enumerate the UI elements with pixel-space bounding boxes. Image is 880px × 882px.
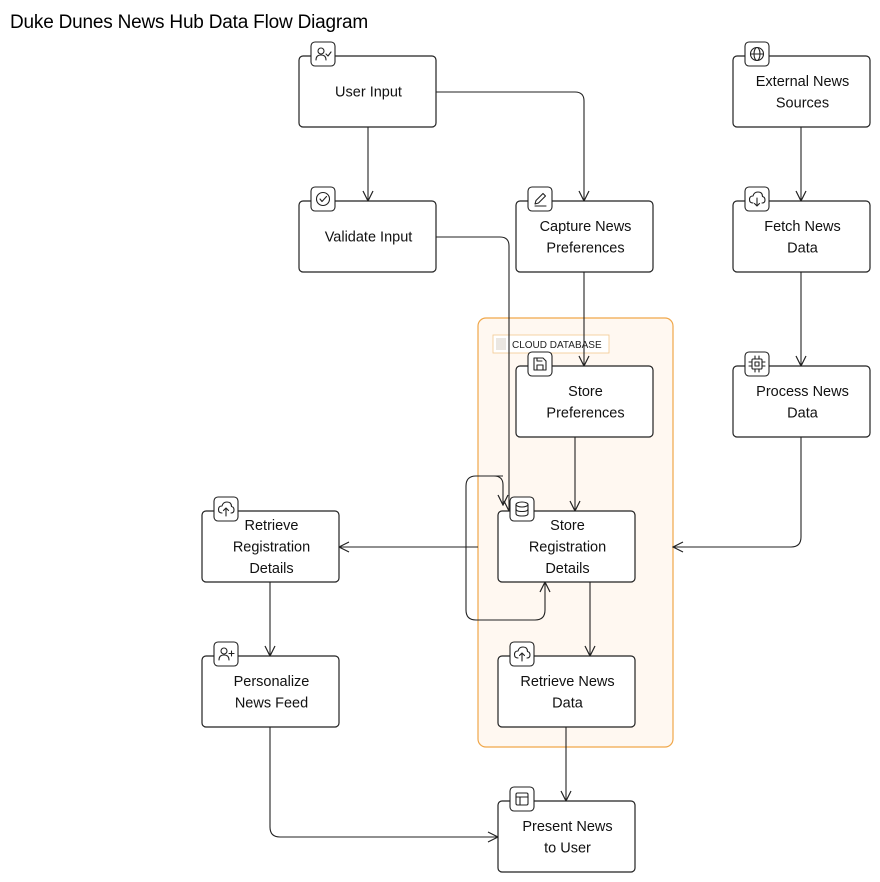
- node-label-line: Registration: [233, 540, 310, 556]
- node-label-line: Data: [787, 405, 819, 421]
- node-label-line: External News: [756, 74, 849, 90]
- node-box: [298, 55, 437, 128]
- check-circle-icon: [310, 186, 336, 212]
- node-label-line: to User: [544, 840, 591, 856]
- node-box: [201, 655, 340, 728]
- globe-icon: [744, 41, 770, 67]
- cloud-upload-icon: [213, 496, 239, 522]
- node-label-line: Validate Input: [325, 230, 413, 246]
- cloud-upload-icon: [509, 641, 535, 667]
- user-plus-icon: [213, 641, 239, 667]
- group-label-swatch: [496, 338, 506, 350]
- node-box: [732, 200, 871, 273]
- layout-icon: [509, 786, 535, 812]
- group-label: CLOUD DATABASE: [512, 340, 602, 351]
- node-label-line: Fetch News: [764, 219, 841, 235]
- pencil-icon: [527, 186, 553, 212]
- node-box: [497, 800, 636, 873]
- cpu-icon: [744, 351, 770, 377]
- node-label-line: Sources: [776, 95, 829, 111]
- node-label-line: News Feed: [235, 695, 308, 711]
- node-label-line: User Input: [335, 85, 402, 101]
- save-icon: [527, 351, 553, 377]
- node-box: [497, 510, 636, 583]
- page-title: Duke Dunes News Hub Data Flow Diagram: [10, 12, 368, 33]
- node-label-line: Preferences: [546, 240, 624, 256]
- node-box: [732, 365, 871, 438]
- node-label-line: Preferences: [546, 405, 624, 421]
- node-label-line: Details: [249, 561, 293, 577]
- edge-store-registration-details-self-loop: [465, 475, 545, 621]
- edge-user-input-to-capture-news-preferences: [436, 91, 584, 201]
- node-validate-input[interactable]: Validate Input: [298, 186, 437, 273]
- node-box: [298, 200, 437, 273]
- node-label-line: Registration: [529, 540, 606, 556]
- edge-validate-input-to-store-registration-details: [436, 236, 509, 511]
- cloud-download-icon: [744, 186, 770, 212]
- edge-store-registration-details-to-retrieve-news-data: [673, 437, 802, 547]
- user-check-icon: [310, 41, 336, 67]
- node-box: [515, 365, 654, 438]
- node-label-line: Process News: [756, 384, 849, 400]
- node-label-line: Data: [552, 695, 584, 711]
- node-label-line: Capture News: [540, 219, 632, 235]
- node-label-line: Present News: [522, 819, 612, 835]
- edge-personalize-news-feed-to-present-news-to-user: [269, 727, 498, 837]
- node-label-line: Details: [545, 561, 589, 577]
- node-label-line: Retrieve: [245, 518, 299, 534]
- node-label-line: Store: [568, 384, 603, 400]
- node-box: [515, 200, 654, 273]
- node-present-news-to-user[interactable]: Present News to User: [497, 786, 636, 873]
- node-label-line: Data: [787, 240, 819, 256]
- node-label-line: Retrieve News: [520, 674, 614, 690]
- node-label-line: Personalize: [234, 674, 310, 690]
- database-icon: [509, 496, 535, 522]
- node-box: [732, 55, 871, 128]
- node-user-input[interactable]: User Input: [298, 41, 437, 128]
- node-box: [201, 510, 340, 583]
- node-label-line: Store: [550, 518, 585, 534]
- node-box: [497, 655, 636, 728]
